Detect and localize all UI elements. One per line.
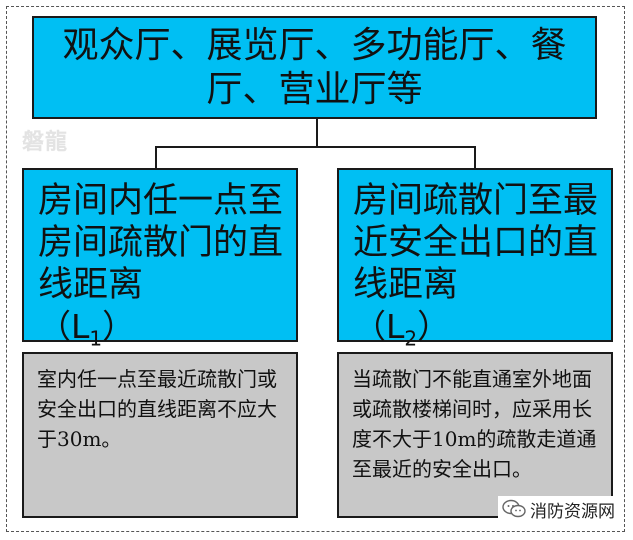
wechat-icon bbox=[502, 499, 526, 518]
top-category-box: 观众厅、展览厅、多功能厅、餐厅、营业厅等 bbox=[32, 16, 597, 119]
left-description-text: 室内任一点至最近疏散门或安全出口的直线距离不应大于30m。 bbox=[37, 367, 277, 451]
left-distance-label: （L1） bbox=[38, 307, 136, 351]
left-description-box: 室内任一点至最近疏散门或安全出口的直线距离不应大于30m。 bbox=[22, 352, 298, 518]
dashed-frame bbox=[6, 6, 625, 532]
connector-left-drop bbox=[155, 146, 157, 169]
left-subscript-index: 1 bbox=[89, 326, 103, 351]
right-heading-text: 房间疏散门至最近安全出口的直线距离 bbox=[353, 181, 599, 305]
connector-stem bbox=[316, 119, 318, 147]
right-description-text: 当疏散门不能直通室外地面或疏散楼梯间时，应采用长度不大于10m的疏散走道通至最近… bbox=[352, 367, 597, 481]
connector-horizontal bbox=[155, 146, 476, 148]
watermark: 磐龍 bbox=[22, 130, 69, 155]
top-category-title: 观众厅、展览厅、多功能厅、餐厅、营业厅等 bbox=[62, 24, 567, 110]
brand-name: 消防资源网 bbox=[530, 501, 615, 522]
connector-right-drop bbox=[474, 146, 476, 169]
right-description-box: 当疏散门不能直通室外地面或疏散楼梯间时，应采用长度不大于10m的疏散走道通至最近… bbox=[337, 352, 613, 518]
right-heading-box: 房间疏散门至最近安全出口的直线距离 （L2） bbox=[337, 168, 613, 351]
left-heading-box: 房间内任一点至房间疏散门的直线距离 （L1） bbox=[22, 168, 298, 351]
brand-badge: 消防资源网 bbox=[498, 496, 619, 522]
right-distance-label: （L2） bbox=[353, 307, 451, 351]
left-heading-text: 房间内任一点至房间疏散门的直线距离 bbox=[38, 181, 284, 305]
right-subscript-index: 2 bbox=[404, 326, 418, 351]
